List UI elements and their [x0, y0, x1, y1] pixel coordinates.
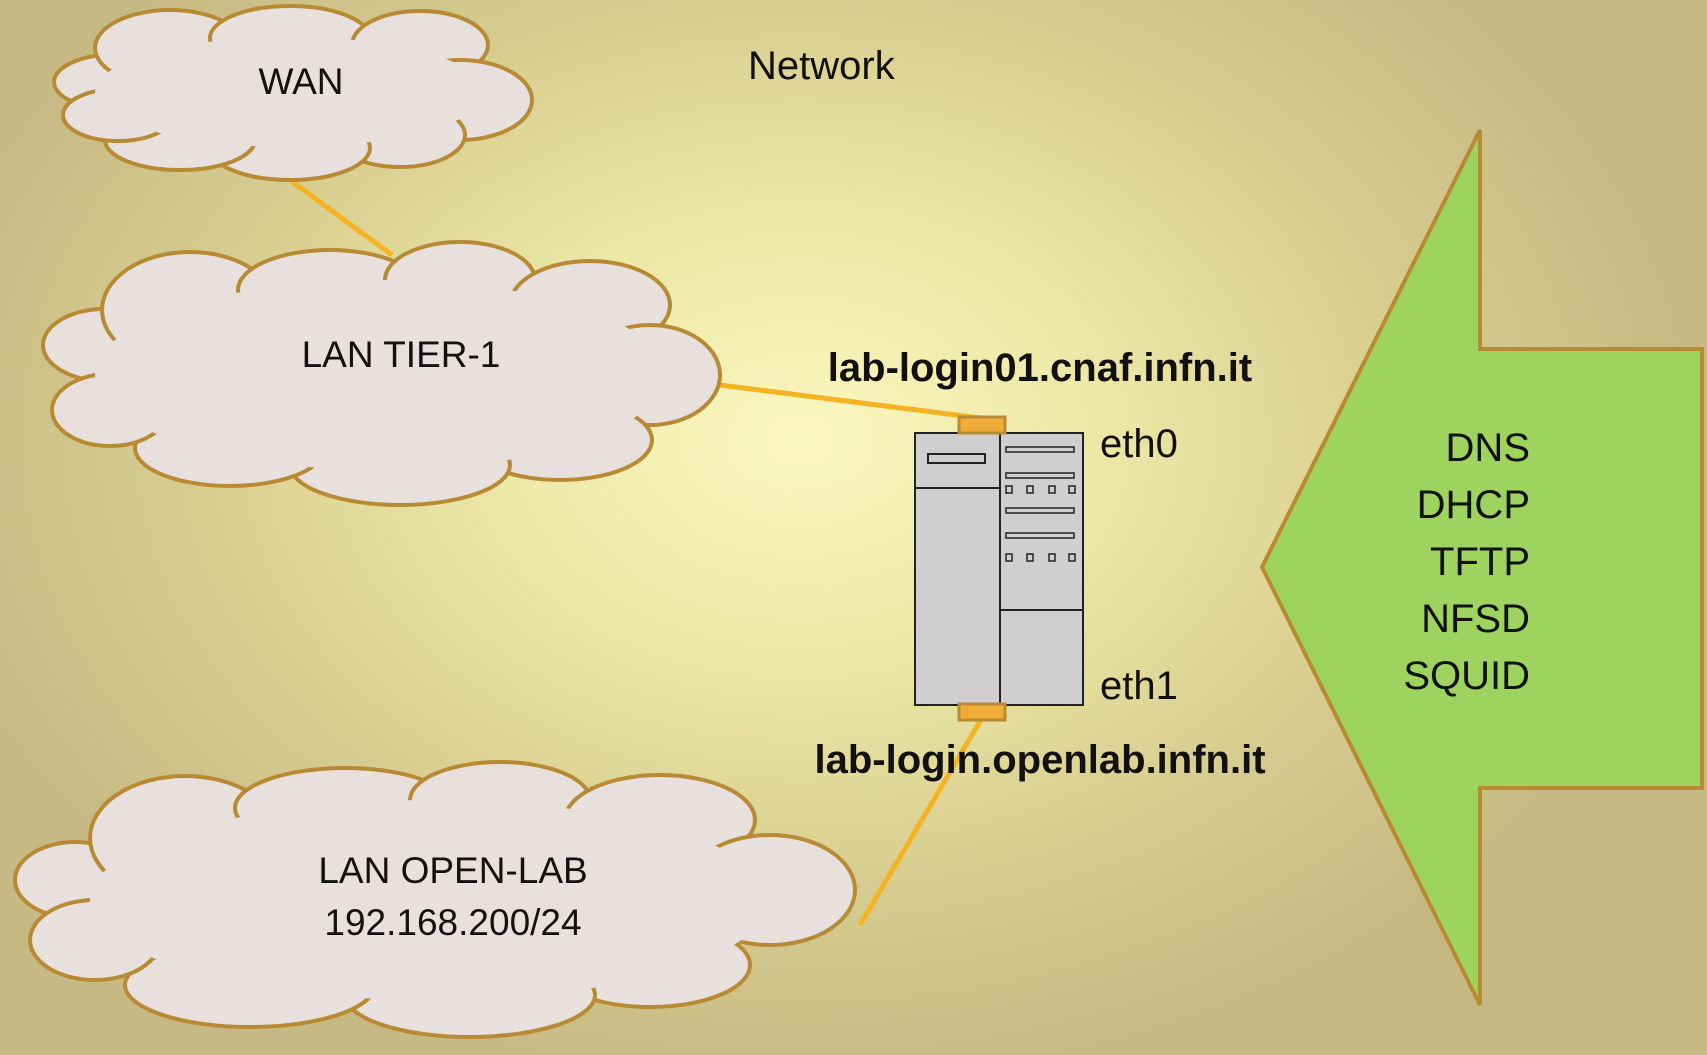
service-tftp: TFTP [1430, 540, 1530, 584]
link-eth1-openlab [857, 716, 985, 927]
link-wan-tier1 [288, 177, 394, 258]
service-dns: DNS [1445, 426, 1530, 470]
cloud-openlab-line1: LAN OPEN-LAB [318, 850, 588, 892]
iface-eth1-label: eth1 [1100, 664, 1178, 708]
service-squid: SQUID [1403, 654, 1530, 698]
link-lines [288, 177, 985, 927]
service-nfsd: NFSD [1421, 597, 1530, 641]
hostname-bottom: lab-login.openlab.infn.it [814, 738, 1266, 782]
port-eth1 [957, 702, 1007, 722]
server-tower [914, 432, 1084, 706]
hostname-top: lab-login01.cnaf.infn.it [827, 346, 1253, 390]
service-dhcp: DHCP [1416, 483, 1530, 527]
port-eth0 [957, 415, 1007, 435]
link-tier1-eth0 [719, 382, 981, 421]
cloud-openlab [13, 760, 857, 1039]
cloud-openlab-line2: 192.168.200/24 [324, 902, 582, 943]
cloud-wan-label: WAN [258, 61, 344, 103]
cloud-tier1-label: LAN TIER-1 [301, 334, 501, 376]
services-list: DNS DHCP TFTP NFSD SQUID [1380, 420, 1530, 705]
services-arrow [1259, 129, 1704, 1006]
cloud-openlab-label: LAN OPEN-LAB 192.168.200/24 [318, 845, 587, 949]
iface-eth0-label: eth0 [1100, 422, 1178, 466]
cloud-wan [52, 4, 534, 182]
cloud-tier1 [41, 240, 722, 507]
diagram-title: Network [748, 44, 895, 88]
